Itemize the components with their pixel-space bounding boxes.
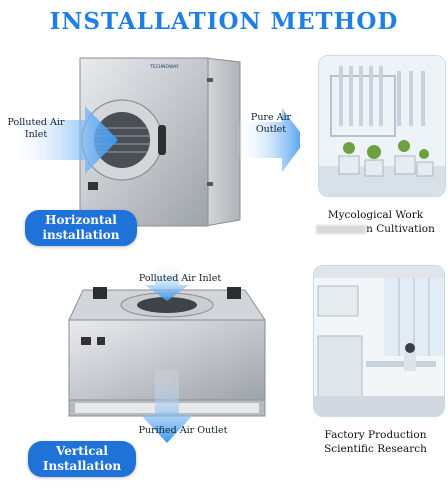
page-title: INSTALLATION METHOD	[49, 8, 399, 35]
horizontal-ffu-illustration: TECHNOWAY	[10, 57, 300, 227]
horizontal-inlet-label: Polluted Air Inlet	[7, 117, 65, 140]
vertical-outlet-label: Purified Air Outlet	[138, 425, 228, 436]
caption-factory: Factory Production Scientific Research	[324, 429, 427, 455]
outlet-arrow-icon	[238, 108, 300, 172]
caption-mycology: Mycological Work n Cultivation	[303, 208, 448, 236]
inlet-arrow-icon	[10, 106, 118, 174]
horizontal-installation-badge: Horizontal installation	[25, 210, 137, 246]
top-inlet-arrow-icon	[145, 265, 189, 301]
vertical-inlet-label: Polluted Air Inlet	[138, 273, 222, 284]
lab-photo-mycology	[318, 55, 446, 197]
vertical-ffu-illustration	[68, 265, 266, 443]
svg-text:TECHNOWAY: TECHNOWAY	[149, 64, 179, 70]
bottom-outlet-arrow-icon	[141, 370, 193, 443]
lab-photo-factory	[313, 265, 445, 417]
blurred-text	[316, 224, 367, 234]
horizontal-outlet-label: Pure Air Outlet	[250, 112, 292, 135]
vertical-installation-badge: Vertical Installation	[28, 441, 136, 477]
